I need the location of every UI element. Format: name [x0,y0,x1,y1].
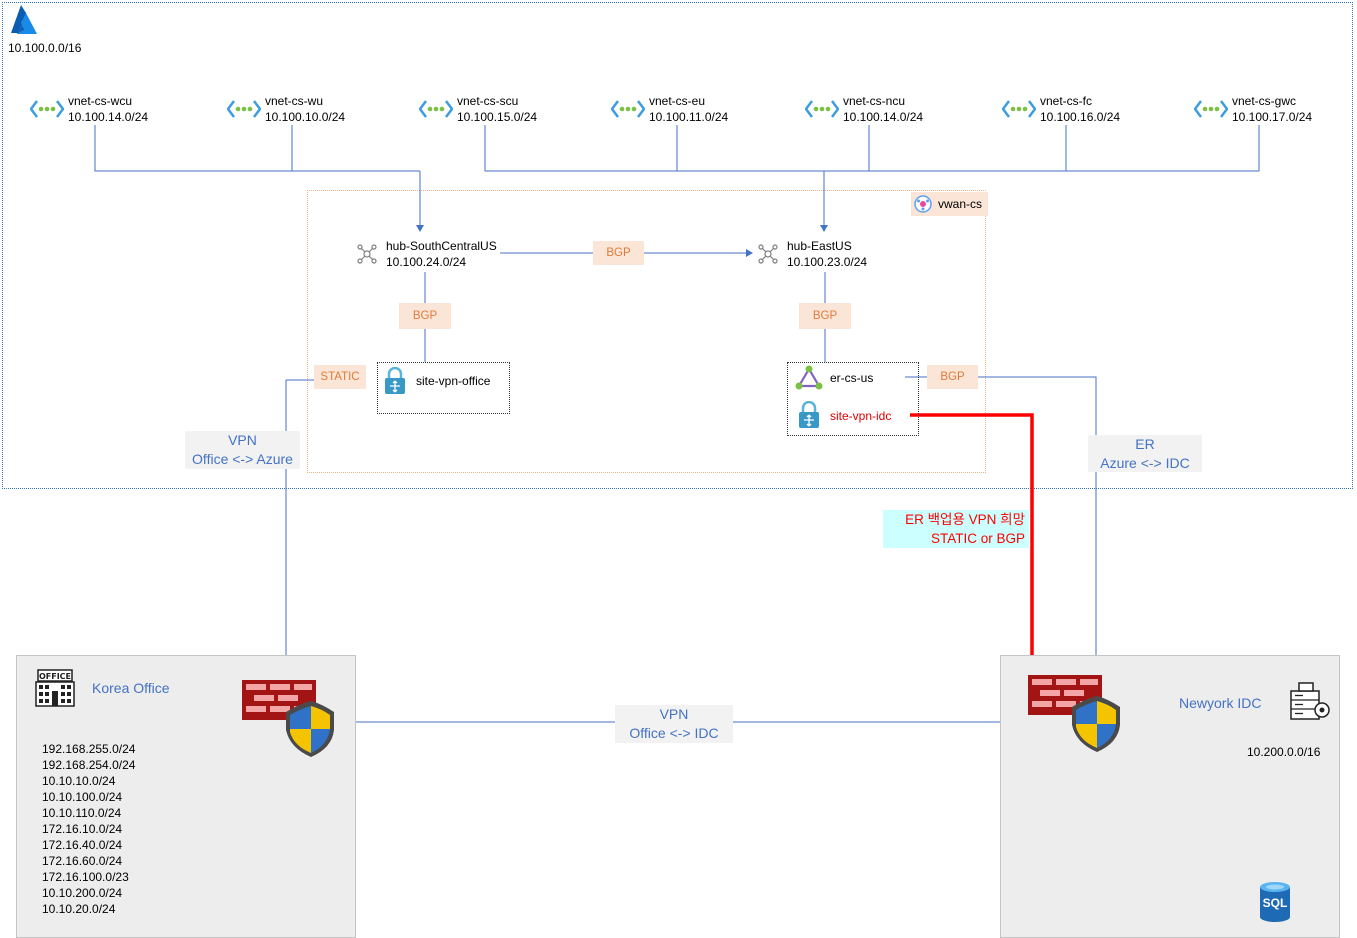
office-cidr: 192.168.255.0/24 [42,742,136,756]
link-subtitle: Office <-> IDC [629,725,719,741]
bgp-tag-eus: BGP [799,303,851,329]
link-title: ER [1135,436,1155,452]
bgp-tag-scu: BGP [399,303,451,329]
office-cidr: 172.16.60.0/24 [42,854,123,868]
vnet-cidr: 10.100.16.0/24 [1040,110,1121,124]
site-vpn-office-box[interactable]: site-vpn-office [377,362,510,414]
office-firewall[interactable] [242,680,334,758]
note-line-2: STATIC or BGP [930,531,1025,546]
vpn-office-azure-label: VPN Office <-> Azure [185,431,300,469]
office-building-icon: OFFICE [35,669,75,707]
vnet-name: vnet-cs-scu [457,94,519,108]
office-cidr: 10.10.100.0/24 [42,790,123,804]
idc-firewall[interactable] [1028,675,1120,753]
vnet-cidr: 10.100.14.0/24 [68,110,149,124]
vnet-cidr: 10.100.10.0/24 [265,110,346,124]
office-cidr: 172.16.10.0/24 [42,822,123,836]
vnet-name: vnet-cs-fc [1040,94,1093,108]
vnet-cidr: 10.100.11.0/24 [649,110,729,124]
hub-name: hub-EastUS [787,239,852,253]
office-cidr: 10.10.200.0/24 [42,886,123,900]
office-cidr: 10.10.110.0/24 [42,806,122,820]
link-subtitle: Azure <-> IDC [1100,455,1190,471]
er-vpn-box[interactable]: er-cs-us site-vpn-idc [787,362,919,436]
azure-region-boundary [2,2,1353,489]
vnet-icon [1194,100,1228,118]
firewall-shield-icon [1028,675,1120,752]
hub-cidr: 10.100.24.0/24 [386,255,467,269]
er-label: er-cs-us [830,371,874,385]
office-cidr: 172.16.100.0/23 [42,870,129,884]
hub-name: hub-SouthCentralUS [386,239,497,253]
sql-label: SQL [1262,896,1288,910]
korea-office-panel: OFFICE Korea Office 192.168.255.0/24 192… [16,655,356,938]
vnet-name: vnet-cs-wcu [68,94,133,108]
vnet-cidr: 10.100.17.0/24 [1232,110,1313,124]
vnet-icon [611,100,645,118]
site-vpn-office-label: site-vpn-office [416,374,491,388]
vpn-gateway-icon [385,367,405,394]
hub-icon [758,244,778,264]
hub-icon [357,244,377,264]
azure-cidr: 10.100.0.0/16 [8,41,82,55]
idc-cidr: 10.200.0.0/16 [1247,745,1321,759]
office-cidr-list: 192.168.255.0/24 192.168.254.0/24 10.10.… [42,741,135,917]
vnet-icon [805,100,839,118]
bgp-tag-hub-peering: BGP [593,241,644,265]
site-vpn-idc-label: site-vpn-idc [830,409,892,423]
bgp-tag-er: BGP [927,365,978,389]
vnet-name: vnet-cs-eu [649,94,706,108]
expressroute-icon [795,365,823,390]
vnet-cidr: 10.100.14.0/24 [843,110,924,124]
vwan-icon [914,195,932,213]
link-title: VPN [228,432,257,448]
vwan-name: vwan-cs [938,197,983,211]
vnet-icon [419,100,453,118]
office-cidr: 10.10.20.0/24 [42,902,116,916]
link-title: VPN [659,706,689,722]
vnet-name: vnet-cs-ncu [843,94,906,108]
vwan-boundary [307,190,986,473]
er-azure-idc-label: ER Azure <-> IDC [1088,435,1202,472]
vnet-icon [227,100,261,118]
hub-cidr: 10.100.23.0/24 [787,255,868,269]
office-cidr: 172.16.40.0/24 [42,838,123,852]
firewall-shield-icon [242,680,334,757]
office-name: Korea Office [92,680,170,696]
office-cidr: 192.168.254.0/24 [42,758,136,772]
link-subtitle: Office <-> Azure [192,451,293,467]
vnet-icon [1002,100,1036,118]
office-icon-text: OFFICE [39,672,71,681]
static-tag-office: STATIC [314,365,366,389]
vpn-gateway-icon [799,401,819,428]
vwan-label: vwan-cs [911,192,988,216]
vnet-name: vnet-cs-wu [265,94,324,108]
backup-vpn-note: ER 백업용 VPN 희망 STATIC or BGP [883,510,1029,548]
vnet-icon [30,100,64,118]
sql-database-icon: SQL [1258,881,1292,923]
idc-name: Newyork IDC [1179,695,1262,711]
vpn-office-idc-label: VPN Office <-> IDC [615,705,733,743]
vnet-cidr: 10.100.15.0/24 [457,110,538,124]
note-line-1: ER 백업용 VPN 희망 [905,512,1025,527]
office-cidr: 10.10.10.0/24 [42,774,116,788]
vnet-name: vnet-cs-gwc [1232,94,1297,108]
datacenter-icon [1290,682,1330,720]
azure-logo-icon [7,3,41,37]
